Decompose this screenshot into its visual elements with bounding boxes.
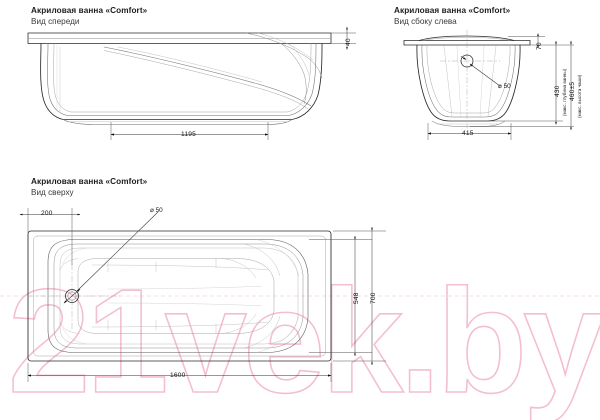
front-view-title: Акриловая ванна «Comfort» Вид спереди — [31, 5, 147, 27]
side-view-title: Акриловая ванна «Comfort» Вид сбоку слев… — [394, 5, 510, 27]
top-dimension-label-548: 548 — [353, 292, 360, 304]
side-dimension-note-430: (макс. глубина ванны) — [562, 68, 567, 116]
side-dimension-415 — [427, 123, 512, 140]
side-dimension-label-460: 460±5 — [569, 81, 576, 101]
top-dimension-label-1600: 1600 — [170, 372, 186, 379]
front-dimension-label-40: 40 — [345, 38, 352, 46]
top-view-drawing — [27, 211, 332, 362]
side-dimension-note-460: (макс. высота чаши) — [577, 74, 582, 118]
top-vertical-dimensions — [309, 226, 386, 366]
front-dimension-1195 — [110, 122, 269, 140]
side-view-title-line1: Акриловая ванна «Comfort» — [394, 6, 511, 15]
top-view-title-line2: Вид сверху — [31, 188, 74, 198]
front-dimension-label-1195: 1195 — [181, 131, 196, 138]
top-view-title: Акриловая ванна «Comfort» Вид сверху — [31, 176, 147, 198]
side-view-drawing — [403, 29, 531, 129]
front-view-title-line1: Акриловая ванна «Comfort» — [31, 6, 148, 15]
side-view-title-line2: Вид сбоку слева — [394, 17, 457, 27]
top-dimension-200 — [19, 208, 81, 265]
top-dimension-1600 — [27, 363, 332, 382]
side-dimension-label-430: 430 — [554, 85, 561, 97]
front-dimension-40 — [331, 26, 356, 50]
top-view-title-line1: Акриловая ванна «Comfort» — [31, 177, 148, 186]
side-diameter-label: ⌀ 50 — [498, 83, 511, 90]
svg-text:21vek.by: 21vek.by — [8, 259, 600, 420]
top-dimension-label-200: 200 — [41, 210, 53, 217]
front-view-title-line2: Вид спереди — [31, 17, 80, 27]
side-dimension-label-415: 415 — [462, 130, 474, 137]
side-vertical-dimensions — [470, 33, 574, 131]
side-dimension-label-70: 70 — [536, 42, 543, 50]
front-view-drawing — [27, 32, 332, 125]
watermark-21vek: 21vek.by — [7, 258, 600, 420]
top-diameter-label: ⌀ 50 — [150, 207, 163, 214]
top-dimension-label-700: 700 — [370, 292, 377, 304]
